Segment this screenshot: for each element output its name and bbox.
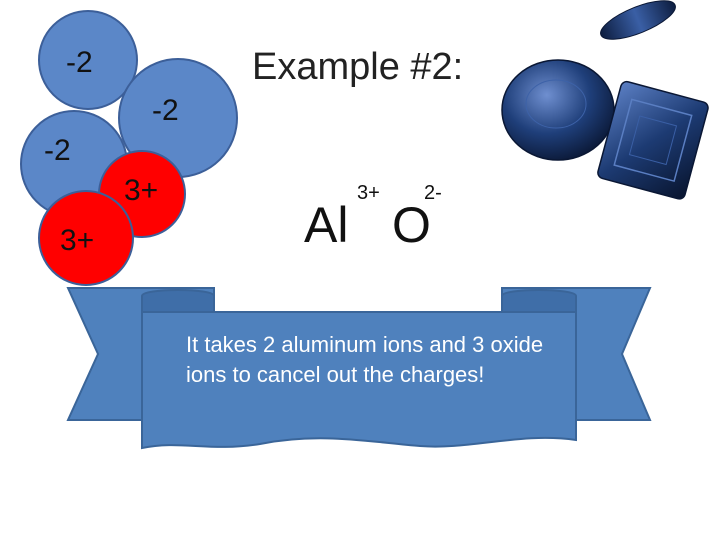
formula-oxygen-charge: 2- <box>424 182 442 204</box>
oxide-ion-top-left <box>38 10 138 110</box>
formula-aluminum-charge: 3+ <box>357 182 380 204</box>
aluminum-ion-right-charge: 3+ <box>124 174 159 207</box>
oxide-ion-middle-charge: -2 <box>152 94 179 127</box>
sapphire-gems-image <box>501 0 709 200</box>
formula-aluminum: Al <box>304 197 349 253</box>
oxide-ion-left-charge: -2 <box>44 134 71 167</box>
banner-text: It takes 2 aluminum ions and 3 oxide ion… <box>186 332 544 387</box>
formula-oxygen: O <box>392 197 431 253</box>
oxide-ion-top-left-charge: -2 <box>66 46 93 79</box>
slide-title: Example #2: <box>252 46 464 88</box>
aluminum-ion-left <box>38 190 134 286</box>
aluminum-ion-left-charge: 3+ <box>60 224 95 257</box>
